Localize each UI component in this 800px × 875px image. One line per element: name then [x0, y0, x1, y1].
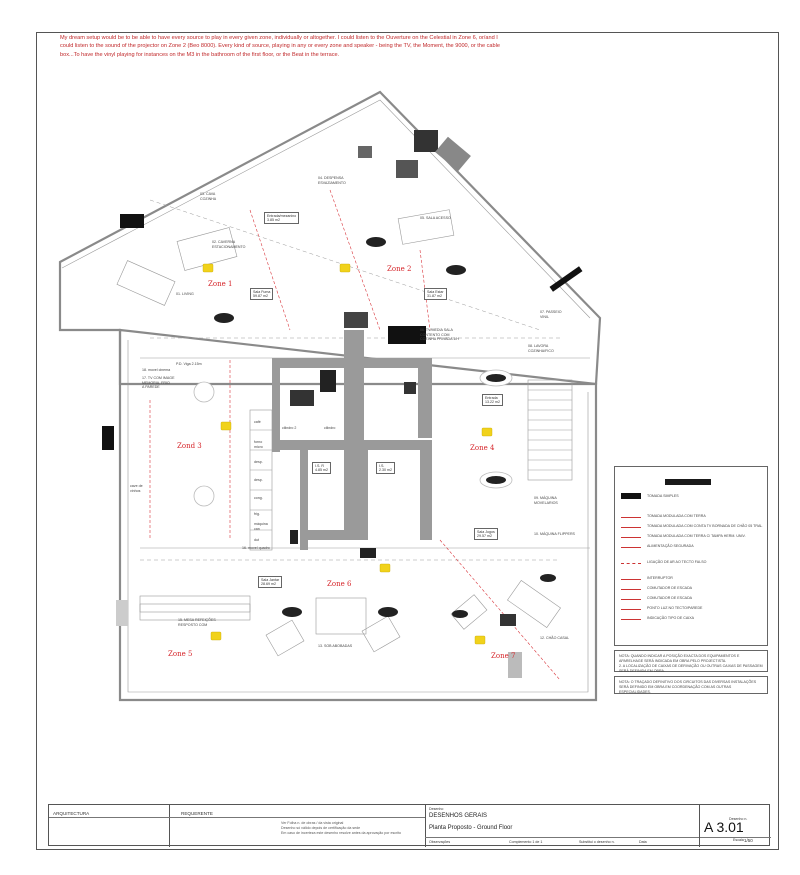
tb-desenhos-gerais: DESENHOS GERAIS: [429, 813, 488, 819]
intro-text: My dream setup would be to be able to ha…: [60, 35, 500, 58]
tb-arquitectura: ARQUITECTURA: [53, 811, 90, 816]
legend-row: TOMADA SIMPLES: [621, 493, 679, 499]
tb-data: Data: [639, 840, 647, 844]
wall-speakers: [193, 369, 513, 507]
title-block: ARQUITECTURA REQUERENTE Ver Folha n. de …: [48, 804, 771, 847]
tb-sheet-number: A 3.01: [704, 819, 744, 835]
ceiling-speakers: [214, 237, 556, 618]
legend-row: COMUTADOR DE ESCADA: [621, 585, 692, 590]
legend-row: INDICAÇÃO TIPO DE CAIXA: [621, 615, 694, 620]
tb-complemento: Complemento 1 de 1: [509, 840, 543, 844]
tb-scale: 1/50: [744, 838, 753, 843]
legend-row: COMUTADOR DE ESCADA: [621, 595, 692, 600]
room-label-01: 01. LIVING: [176, 292, 194, 296]
legend-row: ALIMENTAÇÃO SEGURADA: [621, 543, 694, 548]
outer-wall-lower: [118, 328, 598, 702]
label-pd-viga: P.D. Viga 2.15m: [176, 362, 202, 366]
note-2: NOTA: O TRAÇADO DEFINITIVO DOS CIRCUITOS…: [614, 676, 768, 694]
label-maquina: máquina can: [254, 522, 268, 531]
label-desp-2: desp.: [254, 478, 263, 482]
room-label-13: 13. SOB ABOBADAS: [318, 644, 353, 648]
area-tag-is-r: I.S. R 4.85 m2: [312, 462, 331, 474]
label-frig: frig.: [254, 512, 260, 516]
tb-substitui: Substitui o desenho n.: [579, 840, 615, 844]
label-cilindro: cilindro: [324, 426, 336, 430]
zone-6-label: Zone 6: [327, 580, 352, 588]
zone-7-label: Zone 7: [491, 652, 516, 660]
zone-2-label: Zone 2: [387, 265, 412, 273]
legend-row: TOMADA MODULADA COM TERRA C/ TAMPA HERM.…: [621, 533, 746, 538]
tb-desenho-label: Desenho: [429, 807, 444, 811]
room-label-05: 05. SALA ACESSO: [420, 216, 451, 220]
stair: [527, 379, 573, 481]
tb-requerente: REQUERENTE: [181, 811, 213, 816]
device-thumbnails: [102, 130, 583, 678]
room-label-10: 10. MÁQUINA FLIPPERS: [534, 532, 575, 536]
legend-title-bar: [665, 479, 711, 485]
room-label-03: 03. CAVA COZINHA: [200, 192, 217, 201]
area-tag-entrada-mezanino: Entrada/mezanino 3.85 m2: [264, 212, 300, 224]
legend-panel: TOMADA SIMPLES TOMADA MODULADA COM TERRA…: [614, 466, 768, 646]
room-label-18: 18. movel cinema: [142, 368, 171, 372]
drawing-sheet-frame: [36, 32, 779, 850]
room-label-15: 15. MESA REFEIÇÕES RESPOSTO COM: [178, 618, 216, 627]
legend-row: INTERRUPTOR: [621, 575, 673, 580]
label-desp-1: desp.: [254, 460, 263, 464]
legend-row: LIGAÇÃO DE AR AO TECTO FALSO: [621, 559, 706, 564]
area-tag-is: I.S. 2.30 m2: [376, 462, 395, 474]
tb-escala-label: Escala: [733, 838, 744, 842]
tb-observacoes: Observações: [429, 840, 451, 844]
room-label-16: 16. movel quadro: [242, 546, 270, 550]
tb-planta: Planta Proposto - Ground Floor: [429, 825, 513, 831]
room-label-06: 06. TV/MEDIA SALA CONTENTO COM COZINHA P…: [420, 328, 459, 342]
room-label-12: 12. CHÃO CASAL: [540, 636, 570, 640]
zone-1-label: Zone 1: [208, 280, 233, 288]
area-tag-sala-jogos: Sala Jogos 29.57 m2: [474, 528, 498, 540]
room-label-04: 04. DESPENSA ESVAZIAMENTO: [318, 176, 346, 185]
zone-3-label: Zond 3: [177, 442, 202, 450]
zone-5-label: Zone 5: [168, 650, 193, 658]
label-cong: cong.: [254, 496, 263, 500]
room-label-07: 07. PASSEIO VINIL: [540, 310, 562, 319]
area-tag-sala-fuma: Sala Fuma 59.87 m2: [250, 288, 274, 300]
area-tag-entrada: Entrada 13.22 m2: [482, 394, 503, 406]
label-cilindro-2: cilindro 2: [282, 426, 297, 430]
label-forno: forno micro: [254, 440, 263, 449]
tb-small-note: Ver Folha n. de obras / da vista origina…: [281, 821, 402, 836]
room-label-02: 02. CAVERNA ESTACIONAMENTO: [212, 240, 246, 249]
note-1: NOTA: QUANDO INDICAR A POSIÇÃO EXACTA DO…: [614, 650, 768, 673]
area-tag-sala-estar: Sala Estar 31.87 m2: [424, 288, 447, 300]
label-dut: dut: [254, 538, 259, 542]
outer-wall-upper: [58, 90, 602, 386]
label-cave: cave de vinhos: [130, 484, 143, 493]
room-label-17: 17. TV COM IMAGE MEMORIA, FRIO A PAREDE: [142, 376, 175, 390]
zone-4-label: Zone 4: [470, 444, 495, 452]
area-tag-sala-jantar: Sala Jantar 28.69 m2: [258, 576, 283, 588]
tb-desenho-n-label: Desenho n.: [729, 817, 748, 821]
room-label-09: 09. MÁQUINA MOVELARIOS: [534, 496, 558, 505]
legend-row: TOMADA MODULADA COM CONTA TV BORNADA DE …: [621, 523, 762, 528]
legend-row: PONTO LUZ NO TECTO/PAREDE: [621, 605, 702, 610]
yellow-badges: [202, 263, 493, 645]
legend-row: TOMADA MODULADA COM TERRA: [621, 513, 706, 518]
room-label-08: 08. LAVORA COZINHA/FICO: [528, 344, 554, 353]
label-cafe: café: [254, 420, 261, 424]
